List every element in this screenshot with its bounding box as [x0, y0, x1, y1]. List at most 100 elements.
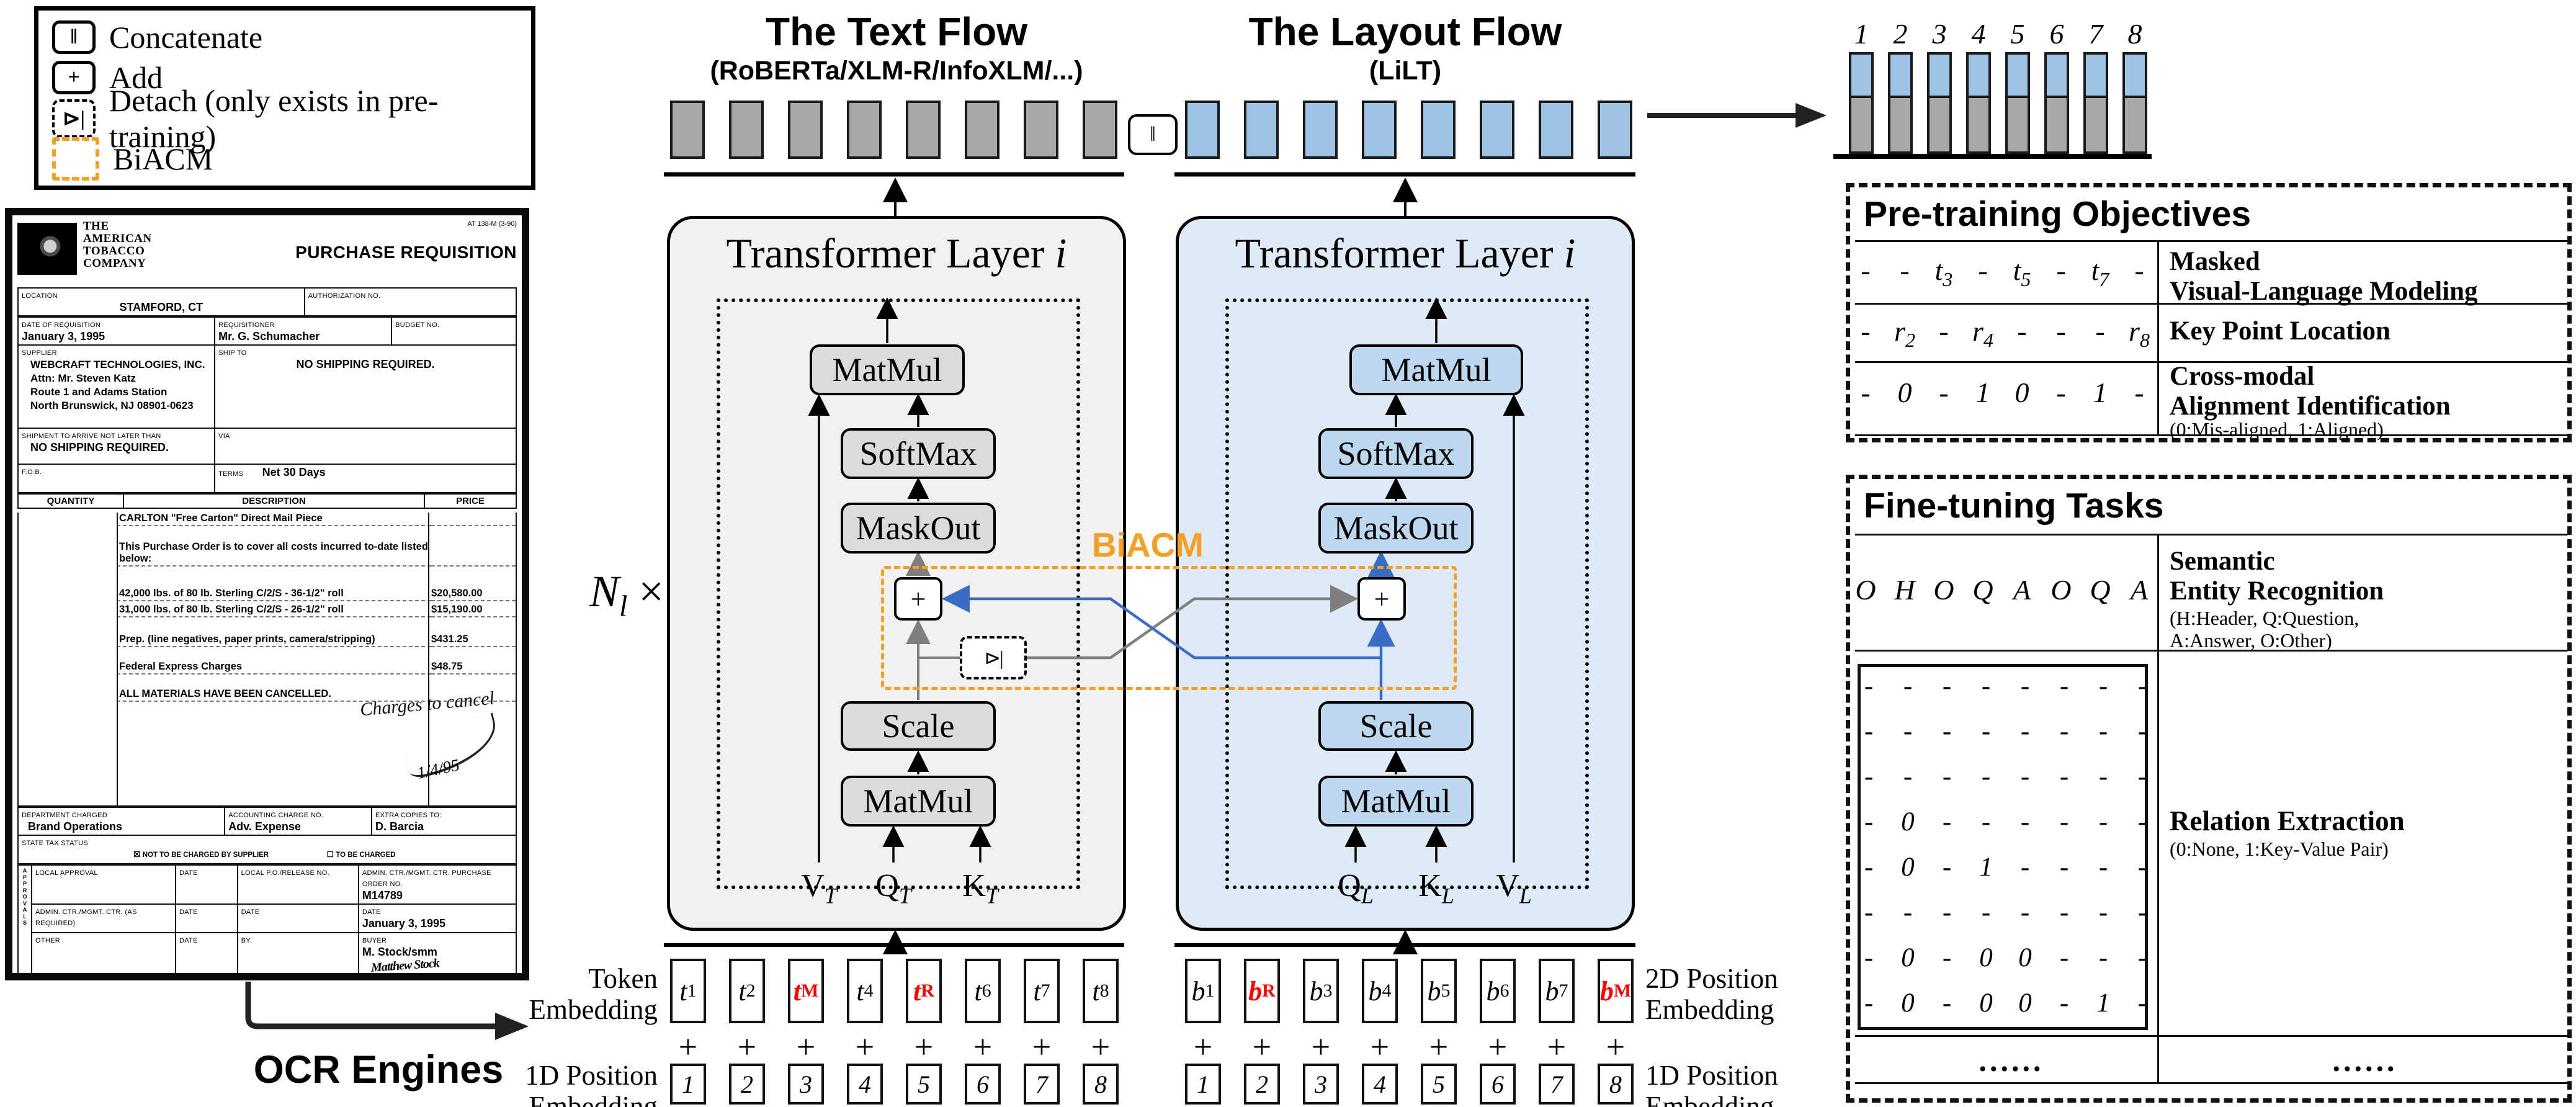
form-code: AT 138-M (3-90) [467, 220, 517, 228]
ser-tag: H [1894, 574, 1915, 606]
items-body: CARLTON "Free Carton" Direct Mail Piece … [19, 513, 516, 805]
biacm-icon [52, 137, 99, 181]
biacm-label: BiACM [1091, 526, 1204, 564]
output-text-part [2083, 98, 2108, 154]
output-layout-part [2083, 52, 2108, 98]
layout-hidden-states [1176, 101, 1635, 159]
text-softmax: SoftMax [841, 428, 996, 479]
relation-cell: - [1942, 943, 1952, 972]
relation-cell: - [1942, 762, 1952, 791]
relation-cell: - [1903, 671, 1913, 701]
concatenate-icon: ‖ [52, 20, 96, 54]
objective-value: - [1861, 377, 1871, 408]
objective-value: - [2017, 315, 2027, 347]
output-index: 5 [2010, 18, 2025, 50]
layout-softmax: SoftMax [1318, 428, 1474, 479]
output-text-part [1966, 98, 1991, 154]
objective-value: - [1939, 315, 1949, 347]
layout-state-bar [1303, 101, 1338, 159]
relation-cell: - [2059, 671, 2069, 701]
relation-cell: - [2020, 807, 2030, 836]
relation-cell: - [2137, 988, 2147, 1018]
output-text-part [2122, 98, 2147, 154]
add-glyph: + [1429, 1028, 1449, 1065]
output-stacked-bar [1849, 52, 1874, 154]
ser-tag: A [2013, 574, 2031, 606]
output-text-part [1849, 98, 1874, 154]
output-index: 1 [1854, 18, 1869, 50]
relation-cell: - [1981, 762, 1991, 791]
ocr-arrow [245, 982, 495, 1029]
ser-tag: O [1933, 574, 1954, 606]
layout-attention-dotted-box [1225, 298, 1589, 889]
relation-cell: 0 [1901, 988, 1915, 1018]
relation-cell: - [1903, 898, 1913, 927]
output-layout-part [2122, 52, 2147, 98]
relation-cell: - [2059, 807, 2069, 836]
add-glyph: + [1547, 1028, 1567, 1065]
text-query-input: QT [875, 868, 911, 908]
objective-value: r4 [1972, 315, 1993, 352]
location-value: STAMFORD, CT [119, 301, 203, 313]
relation-cell: - [2020, 671, 2030, 701]
text-layer-title: Transformer Layer i [726, 230, 1067, 277]
objective-value: - [2134, 254, 2144, 286]
position-index-box: 1 [1185, 1064, 1221, 1105]
objective-value: - [1861, 254, 1871, 286]
relation-cell: - [1942, 853, 1952, 882]
legend-panel: ‖Concatenate+Add⊳|Detach (only exists in… [34, 6, 535, 190]
output-stacked-bar [2083, 52, 2108, 154]
company-logo [17, 223, 77, 275]
layout-state-bar [1539, 101, 1573, 159]
relation-cell: - [1864, 807, 1874, 836]
relation-cell: 0 [1979, 943, 1993, 972]
text-flow-subtitle: (RoBERTa/XLM-R/InfoXLM/...) [710, 56, 1083, 86]
tax-status-line: ☒ NOT TO BE CHARGED BY SUPPLIER ☐ TO BE … [133, 850, 396, 859]
concatenate-icon: ‖ [1128, 114, 1178, 155]
relation-cell: 0 [2018, 988, 2032, 1018]
item-row: 31,000 lbs. of 80 lb. Sterling C/2/S - 2… [19, 604, 516, 617]
position-index-box: 5 [1421, 1064, 1457, 1105]
layout-maskout: MaskOut [1318, 503, 1474, 554]
output-index: 6 [2049, 18, 2064, 50]
output-text-part [1888, 98, 1913, 154]
num-layers-label: Nl × [589, 567, 664, 623]
relation-cell: - [2098, 807, 2108, 836]
output-index: 3 [1932, 18, 1947, 50]
position-index-box: 4 [1362, 1064, 1398, 1105]
add-glyph: + [1193, 1028, 1213, 1065]
layout-flow-subtitle: (LiLT) [1369, 56, 1442, 86]
relation-cell: - [2059, 853, 2069, 882]
relation-cell: - [2020, 853, 2030, 882]
legend-item-label: Concatenate [109, 19, 263, 55]
relation-cell: - [2098, 762, 2108, 791]
relation-cell: - [1942, 807, 1952, 836]
layout-key-input: KL [1418, 868, 1454, 908]
relation-cell: - [1864, 762, 1874, 791]
relation-cell: - [1981, 671, 1991, 701]
ser-tag: Q [1972, 574, 1993, 606]
objective-value: - [1861, 315, 1871, 347]
add-glyph: + [1606, 1028, 1626, 1065]
relation-cell: - [2098, 853, 2108, 882]
text-state-bar [788, 101, 823, 159]
position-index-box: 7 [1539, 1064, 1575, 1105]
relation-cell: 0 [1979, 988, 1993, 1018]
text-state-bar [847, 101, 882, 159]
relation-cell: - [1981, 807, 1991, 836]
ser-tag: Q [2090, 574, 2111, 606]
output-stacked-bar [1966, 52, 1991, 154]
item-row: Federal Express Charges$48.75 [19, 661, 516, 675]
layout-query-input: QL [1338, 868, 1374, 908]
relation-cell: - [1942, 671, 1952, 701]
layout-state-bar [1598, 101, 1632, 159]
text-state-bar [965, 101, 1000, 159]
